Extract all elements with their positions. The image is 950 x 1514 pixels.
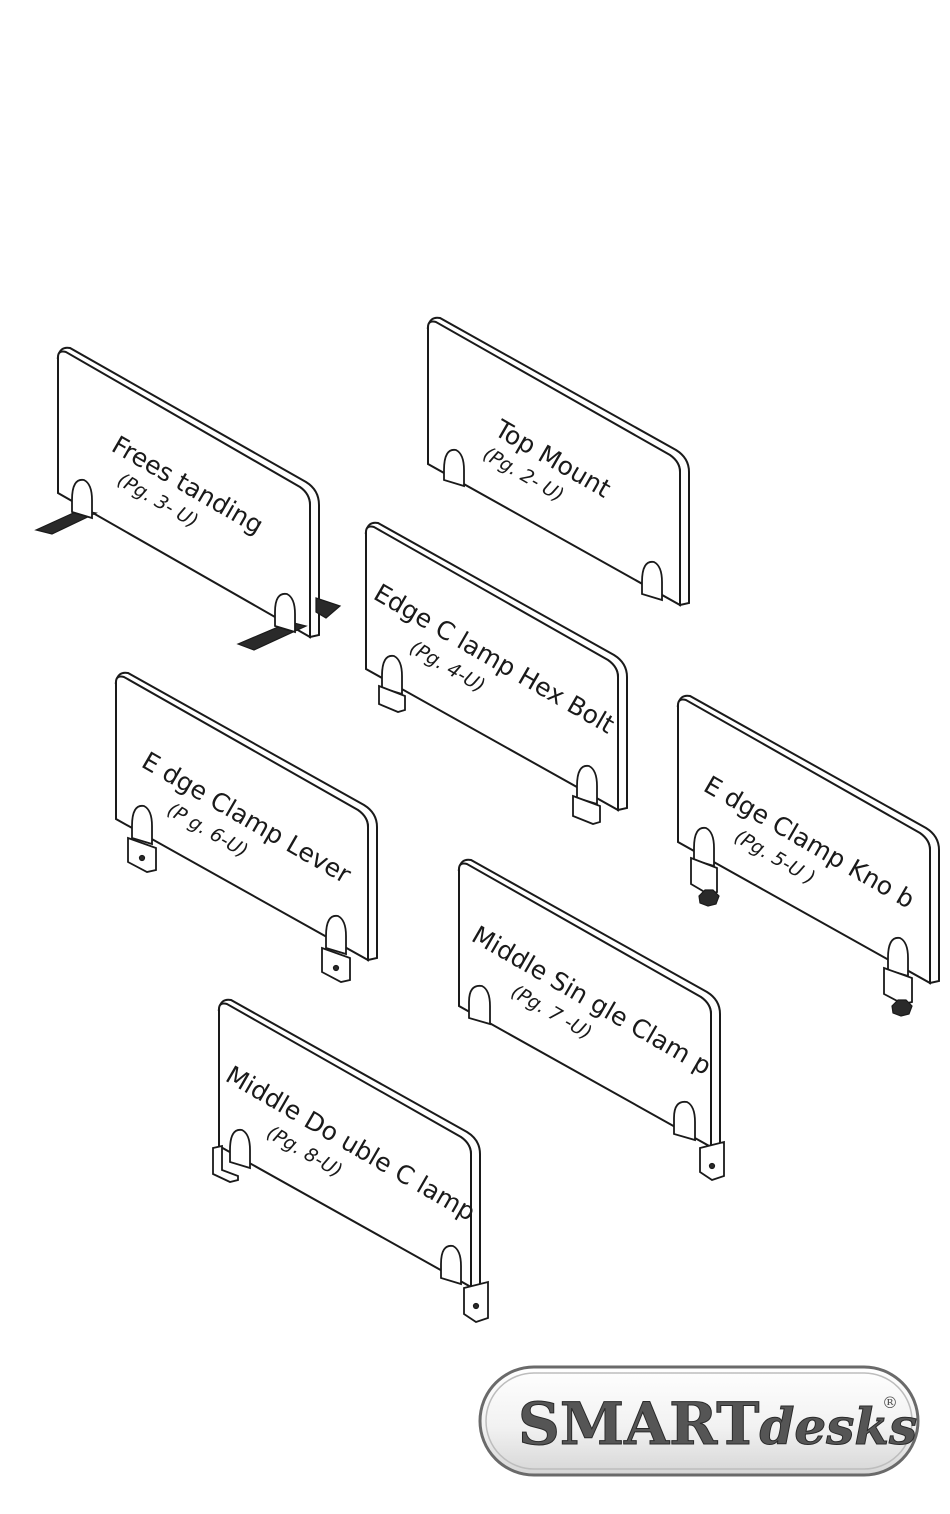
panel-edge-clamp-hex-bolt: Edge C lamp Hex Bolt (Pg. 4-U) [356,523,628,824]
panel-edge-clamp-lever: E dge Clamp Lever (P g. 6-U) [116,673,377,982]
knob-icon [699,890,719,906]
panel-middle-double-clamp: Middle Do uble C lamp (Pg. 8-U) [208,1000,489,1322]
panel-top-mount: Top Mount (Pg. 2- U) [428,318,689,605]
hex-bolt-clamp-left [379,656,405,712]
knob-clamp-right [884,938,912,1016]
logo-registered: ® [882,1393,898,1412]
knob-icon [892,1000,912,1016]
svg-text:SMARTdesks: SMARTdesks [518,1390,917,1458]
lever-clamp-right [322,916,350,982]
top-mount-bracket-right [642,562,662,600]
logo-brand-bold: SMART [518,1390,759,1458]
panel-freestanding: Frees tanding (Pg. 3- U) [36,348,340,650]
panel-middle-single-clamp: Middle Sin gle Clam p (Pg. 7 -U) [454,860,725,1180]
lever-clamp-left [128,806,156,872]
top-mount-bracket-left [444,450,464,486]
single-clamp-bracket-left [469,986,490,1024]
smartdesks-logo: SMARTdesks ® [480,1367,918,1475]
panel-edge-clamp-knob: E dge Clamp Kno b (Pg. 5-U ) [678,696,939,1016]
